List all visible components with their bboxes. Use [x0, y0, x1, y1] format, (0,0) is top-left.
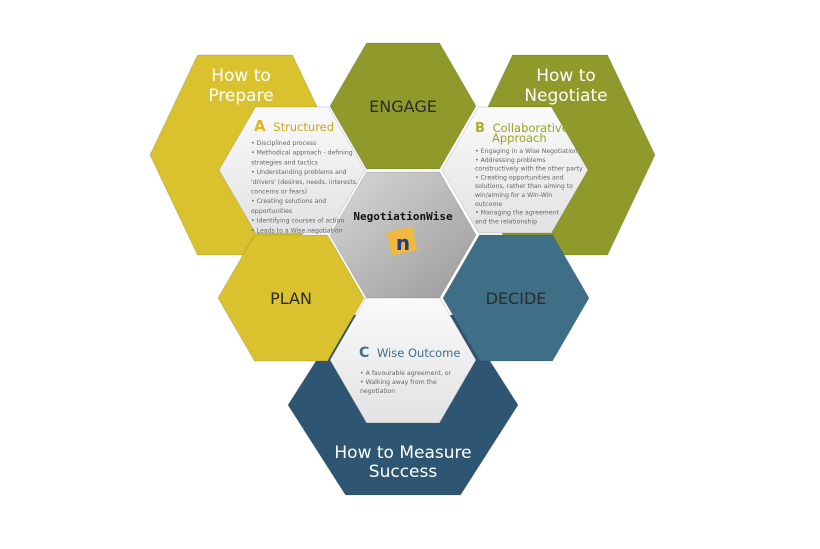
decide-hex	[442, 234, 590, 362]
collaborative-hex	[441, 106, 589, 234]
bullet-line: • Identifying courses of action	[251, 218, 344, 225]
bullet-line: win/aiming for a Win-Win	[475, 192, 552, 199]
decide-label: DECIDE	[486, 289, 547, 308]
measure-label-2: Success	[369, 462, 438, 482]
structured-heading: A Structured	[254, 117, 334, 135]
bullet-line: strategies and tactics	[251, 159, 318, 166]
bullet-line: • Addressing problems	[475, 157, 546, 164]
measure-label-1: How to Measure	[334, 443, 471, 463]
outcome-heading: C Wise Outcome	[359, 345, 460, 361]
engage-hex	[329, 42, 477, 170]
outcome-bullets: • A favourable agreement, or • Walking aw…	[360, 370, 452, 395]
negotiate-label-1: How to	[536, 66, 596, 86]
bullet-line: • Creating solutions and	[251, 198, 326, 205]
collaborative-heading: B Collaborative	[475, 121, 569, 136]
bullet-line: • Engaging in a Wise Negotiation	[475, 148, 578, 155]
negotiationwise-logo: n	[386, 226, 418, 256]
bullet-line: and the relationship	[475, 218, 537, 225]
collaborative-bullets: • Engaging in a Wise Negotiation • Addres…	[475, 148, 583, 225]
prepare-label-2: Prepare	[208, 86, 273, 106]
bullet-line: • A favourable agreement, or	[360, 370, 452, 377]
bullet-line: • Understanding problems and	[251, 169, 347, 176]
bullet-line: concerns or fears)	[251, 189, 307, 196]
bullet-line: • Disciplined process	[251, 140, 316, 147]
bullet-line: solutions, rather than aiming to	[475, 183, 573, 190]
plan-label: PLAN	[270, 289, 312, 308]
structured-hex	[218, 106, 366, 234]
collaborative-heading-2: Approach	[492, 131, 547, 145]
bullet-line: • Leads to a Wise negotiation	[251, 227, 343, 234]
negotiate-label-2: Negotiate	[524, 86, 607, 106]
prepare-label-1: How to	[211, 66, 271, 86]
bullet-line: • Walking away from the	[360, 379, 437, 386]
bullet-line: • Creating opportunities and	[475, 174, 564, 181]
bullet-line: outcome	[475, 201, 502, 208]
bullet-line: • Methodical approach - defining	[251, 150, 353, 157]
bullet-line: • Managing the agreement	[475, 210, 560, 217]
engage-label: ENGAGE	[369, 97, 437, 116]
bullet-line: opportunities	[251, 208, 292, 215]
svg-text:n: n	[396, 231, 410, 255]
plan-hex	[217, 234, 365, 362]
bullet-line: negotiation	[360, 388, 395, 395]
bullet-line: 'drivers' (desires, needs, interests,	[251, 179, 358, 186]
bullet-line: constructively with the other party	[475, 166, 583, 173]
structured-bullets: • Disciplined process • Methodical approa…	[251, 140, 358, 234]
brand-name: NegotiationWise	[353, 210, 453, 223]
